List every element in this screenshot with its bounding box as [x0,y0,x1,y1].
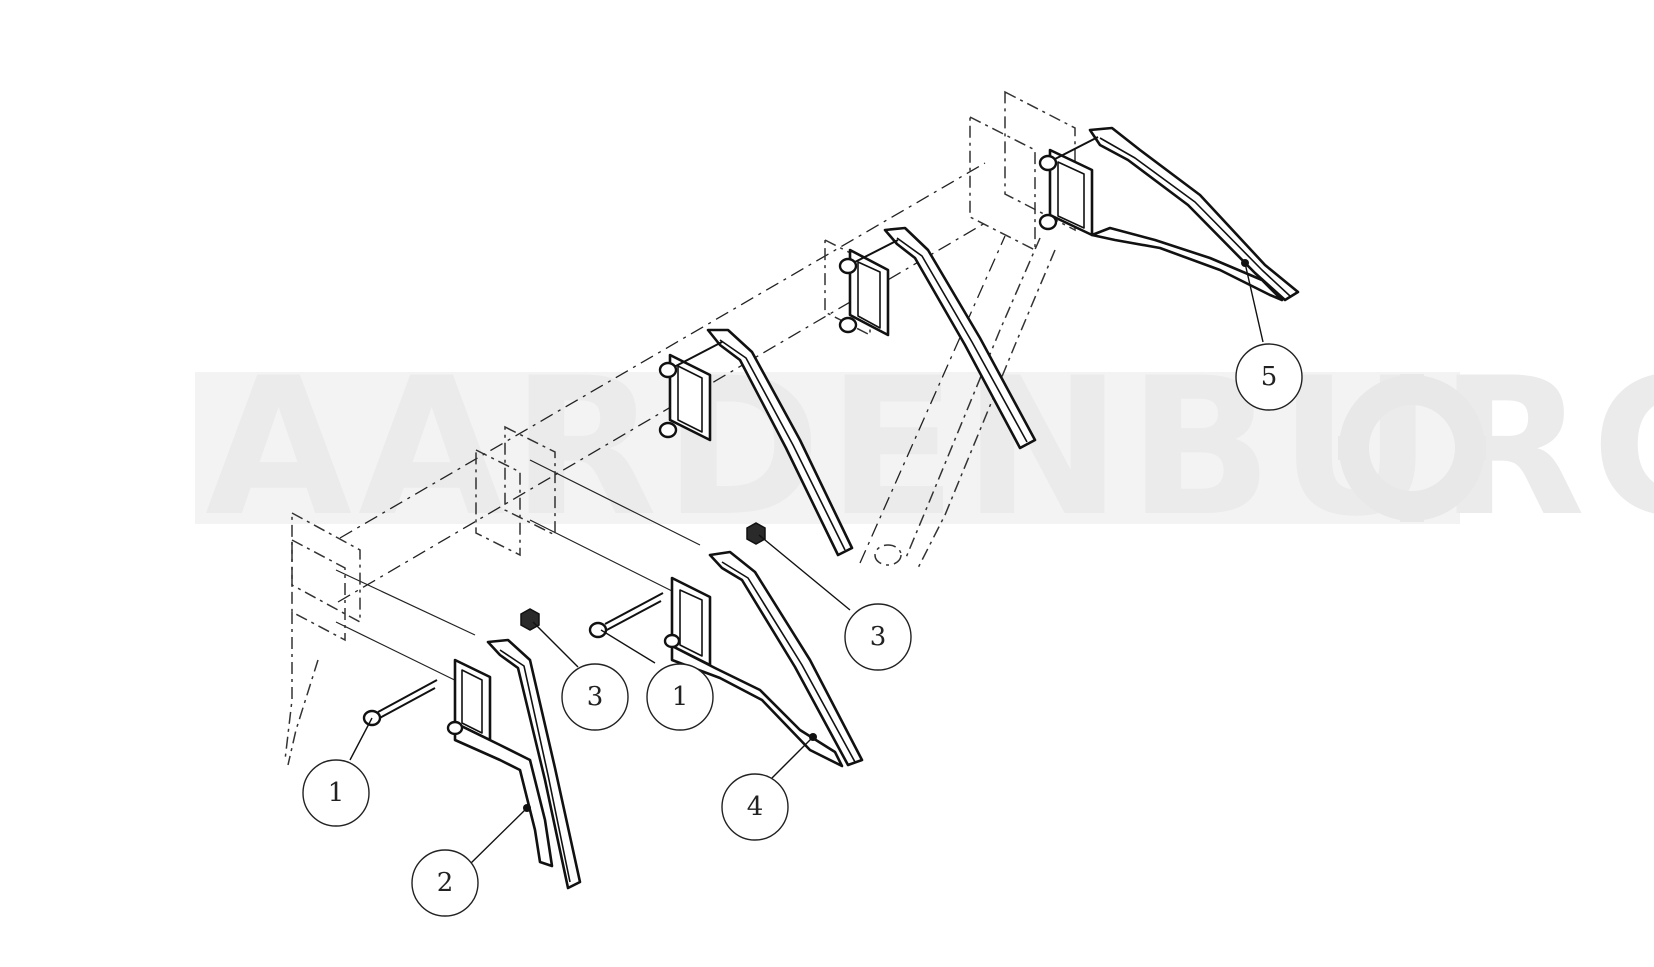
callout-2-label: 2 [437,868,454,898]
bolt-upper [446,136,1099,736]
callout-balloon-1-left: 1 [302,759,370,827]
callout-4-label: 4 [747,792,764,822]
nut-mid [746,522,766,545]
bracket-arm-4 [670,550,864,768]
mounting-frame-ghost [284,90,1076,766]
nut-left [520,608,540,631]
watermark-text: AARDENBURG [205,337,1654,558]
leader-lines [349,259,1264,867]
bolt-left [362,679,438,727]
bracket-arm-2 [453,638,582,890]
gear-icon [1338,374,1486,522]
bracket-arm-upper-mid [848,226,1037,450]
bracket-arm-5 [1048,126,1300,302]
callout-balloon-4: 4 [721,773,789,841]
callout-balloon-3-left: 3 [561,663,629,731]
assembly-guide-lines [335,162,1006,691]
watermark: AARDENBURG [195,337,1654,558]
callout-1-mid-label: 1 [672,682,689,712]
callout-balloon-1-mid: 1 [646,663,714,731]
bracket-arm-upper-left [668,328,854,557]
callout-1-left-label: 1 [328,778,345,808]
callout-balloon-2: 2 [411,849,479,917]
bolt-mid [588,592,664,639]
callout-3-mid-label: 3 [870,622,887,652]
callout-5-label: 5 [1261,362,1278,392]
callout-balloon-3-mid: 3 [844,603,912,671]
callout-3-left-label: 3 [587,682,604,712]
callout-balloon-5: 5 [1235,343,1303,411]
